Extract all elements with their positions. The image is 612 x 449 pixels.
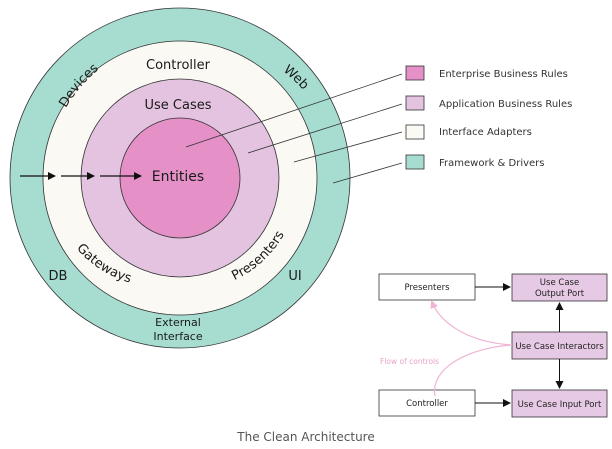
label-db: DB (49, 269, 68, 284)
box-use-case-input-port (511, 389, 608, 418)
box-presenters (378, 273, 476, 301)
box-input-port-label: Use Case Input Port (518, 400, 602, 410)
legend-swatch-framework (405, 154, 425, 170)
box-controller-label: Controller (406, 399, 448, 409)
legend-swatch-enterprise (405, 65, 425, 81)
legend-pointer-framework (332, 162, 403, 184)
label-external-interface-line1: External (155, 316, 201, 329)
figure-caption: The Clean Architecture (237, 430, 375, 444)
ring-enterprise-business-rules (119, 117, 241, 239)
legend-label-application: Application Business Rules (439, 99, 572, 110)
label-external-interface-line2: Interface (153, 330, 202, 343)
box-use-case-interactors (511, 331, 608, 360)
box-output-port-label-line1: Use Case (540, 278, 579, 288)
box-presenters-label: Presenters (404, 283, 450, 293)
legend-swatch-application (405, 95, 425, 111)
label-use-cases: Use Cases (144, 98, 211, 113)
clean-architecture-diagram: Entities Use Cases Controller Devices We… (9, 7, 608, 418)
box-output-port-label-line2: Output Port (535, 289, 585, 299)
label-entities: Entities (152, 169, 204, 185)
flow-of-controls-curve (430, 300, 513, 397)
legend-pointer-application (247, 103, 403, 154)
flow-of-controls-label: Flow of controls (380, 357, 439, 366)
legend-label-framework: Framework & Drivers (439, 158, 545, 169)
box-use-case-output-port (511, 273, 608, 302)
legend-pointer-enterprise (185, 73, 403, 148)
legend-pointer-adapters (293, 131, 403, 163)
legend-label-enterprise: Enterprise Business Rules (439, 69, 568, 80)
legend-label-adapters: Interface Adapters (439, 127, 532, 138)
box-interactors-label: Use Case Interactors (515, 342, 604, 352)
label-controller: Controller (146, 58, 211, 73)
label-ui: UI (288, 269, 301, 284)
legend-swatch-adapters (405, 124, 425, 140)
